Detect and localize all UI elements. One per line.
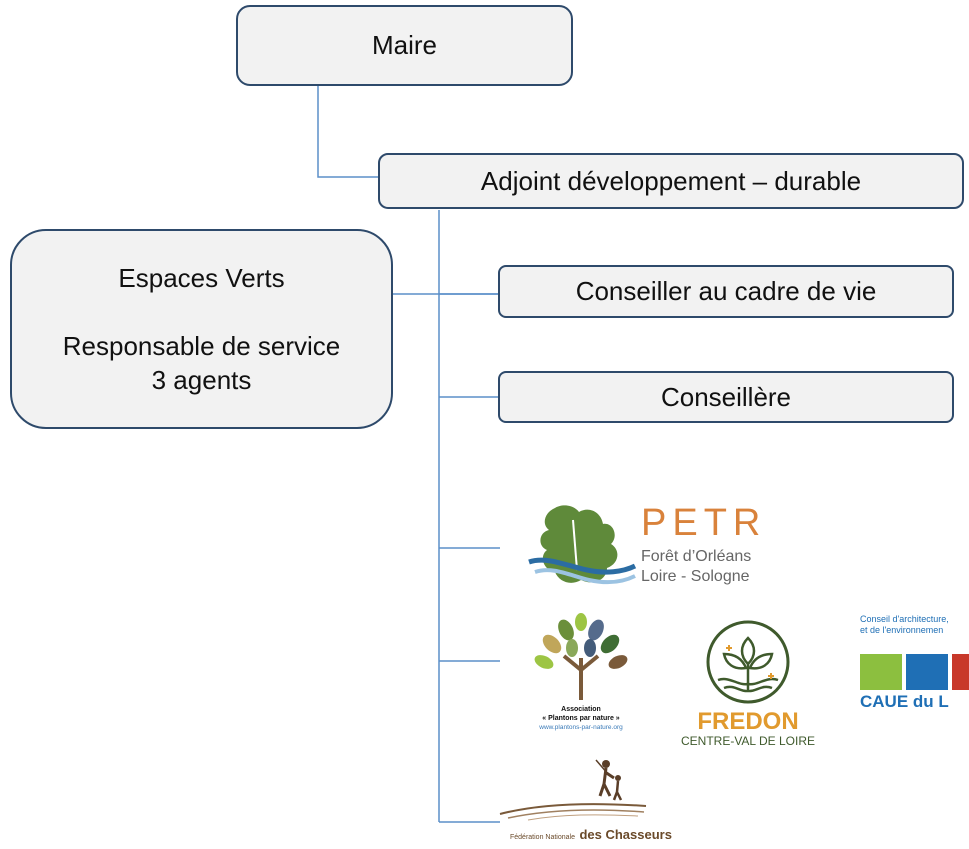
fredon-name: FREDON	[697, 708, 799, 735]
petr-name: PETR	[641, 502, 767, 544]
hunters-icon	[499, 759, 647, 821]
petr-line2: Loire - Sologne	[641, 568, 750, 585]
fnc-prefix: Fédération Nationale	[510, 834, 575, 841]
green-spaces-title: Espaces Verts	[118, 263, 285, 293]
plantons-logo: Association « Plantons par nature » www.…	[526, 612, 636, 737]
plantons-line2: « Plantons par nature »	[542, 715, 620, 722]
plantons-line1: Association	[561, 706, 601, 713]
fredon-region: CENTRE-VAL DE LOIRE	[680, 734, 816, 748]
fnc-suffix: des Chasseurs	[579, 827, 672, 842]
caue-red-block	[952, 654, 969, 690]
living-councillor-box: Conseiller au cadre de vie	[498, 265, 954, 318]
plantons-line3: www.plantons-par-nature.org	[539, 724, 623, 731]
caue-blue-block	[906, 654, 948, 690]
caue-green-block	[860, 654, 902, 690]
petr-logo: PETR Forêt d’Orléans Loire - Sologne	[527, 500, 767, 595]
living-councillor-label: Conseiller au cadre de vie	[575, 276, 877, 306]
caue-line2: et de l'environnemen	[860, 625, 944, 635]
fnc-logo: Fédération Nationale des Chasseurs	[498, 756, 672, 848]
deputy-label: Adjoint développement – durable	[480, 165, 862, 196]
green-spaces-staff: 3 agents	[151, 365, 252, 395]
councillor-box: Conseillère	[498, 371, 954, 423]
tree-icon	[534, 613, 628, 700]
caue-logo: Conseil d'architecture, et de l'environn…	[858, 612, 969, 712]
plant-emblem-icon	[706, 620, 790, 704]
mayor-box: Maire	[236, 5, 573, 86]
caue-line1: Conseil d'architecture,	[860, 614, 949, 624]
green-spaces-role: Responsable de service	[62, 331, 341, 361]
mayor-to-deputy-connector	[317, 85, 380, 178]
fredon-logo: FREDON CENTRE-VAL DE LOIRE	[668, 618, 828, 748]
councillor-label: Conseillère	[660, 381, 792, 412]
green-spaces-box: Espaces Verts Responsable de service 3 a…	[10, 229, 393, 429]
caue-name: CAUE du L	[860, 692, 949, 711]
mayor-label: Maire	[371, 30, 437, 60]
fnc-name: Fédération Nationale des Chasseurs	[510, 826, 672, 844]
deputy-box: Adjoint développement – durable	[378, 153, 964, 209]
oak-leaf-icon	[528, 505, 637, 585]
petr-line1: Forêt d’Orléans	[641, 548, 752, 565]
